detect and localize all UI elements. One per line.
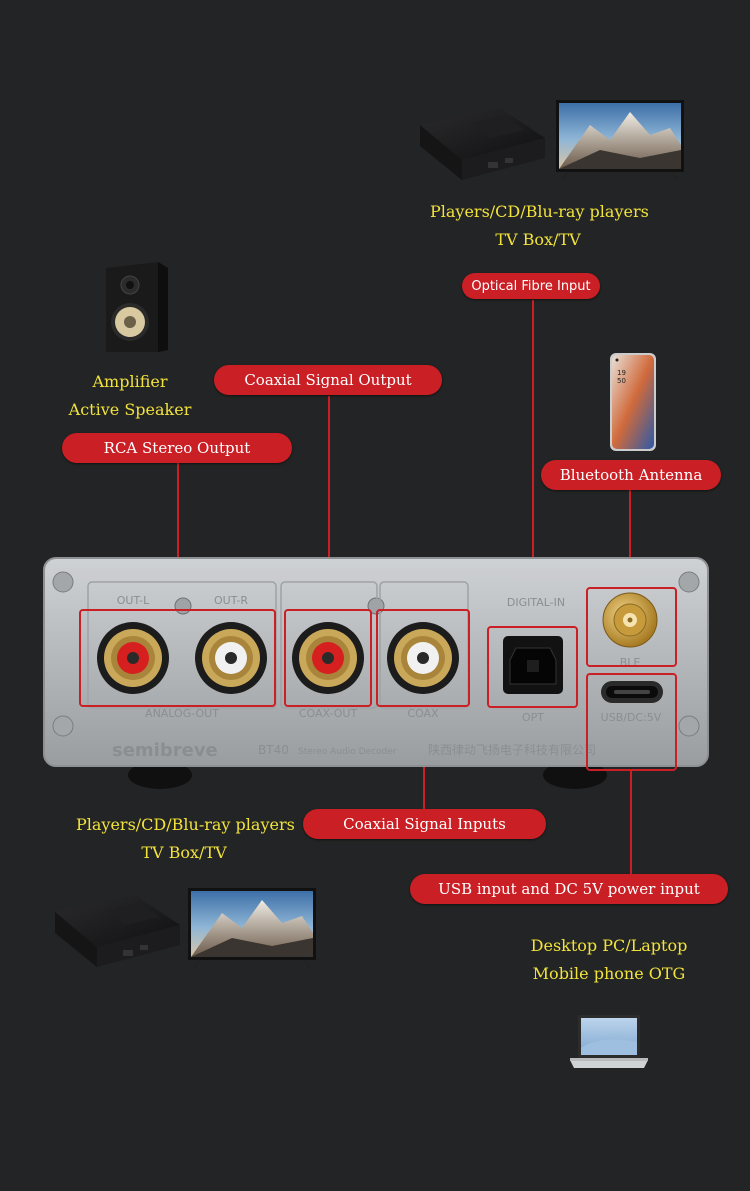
coax-in-jack [387,622,459,694]
label-line: Active Speaker [68,400,192,419]
bluetooth-antenna-connector [602,592,658,648]
coax-out-jack [292,622,364,694]
tv-icon [188,888,316,969]
phone-time-min: 50 [617,377,626,385]
phone-time-hour: 19 [617,369,626,377]
device-model: BT40 [258,743,289,757]
device-maker: 陕西律动飞扬电子科技有限公司 [428,742,596,757]
callout-optical-input: Optical Fibre Input [462,273,600,299]
label-usb-dc: USB/DC:5V [601,711,662,724]
highlight-boxes [79,587,677,771]
label-top-source: Players/CD/Blu-ray players TV Box/TV [430,198,649,254]
callout-coaxial-output: Coaxial Signal Output [214,365,442,395]
speaker-icon [106,262,168,352]
label-coax: COAX [407,707,439,720]
label-line: TV Box/TV [495,230,581,249]
label-out-r: OUT-R [214,594,248,607]
label-opt: OPT [522,711,544,724]
label-pc: Desktop PC/Laptop Mobile phone OTG [520,932,698,988]
callout-usb-power: USB input and DC 5V power input [410,874,728,904]
callout-bluetooth-antenna: Bluetooth Antenna [541,460,721,490]
tv-box-icon [420,108,545,180]
label-line: Desktop PC/Laptop [530,936,688,955]
label-line: TV Box/TV [141,843,227,862]
label-amplifier: Amplifier Active Speaker [66,368,194,424]
optical-in-jack [503,636,563,694]
label-digital-in: DIGITAL-IN [507,596,565,609]
device-brand: semibreve [112,740,218,761]
label-bottom-source: Players/CD/Blu-ray players TV Box/TV [76,811,295,867]
label-line: Players/CD/Blu-ray players [430,202,649,221]
rca-out-left-jack [97,622,169,694]
device-foot-right [543,761,607,789]
label-line: Mobile phone OTG [532,964,686,983]
laptop-icon [570,1015,648,1068]
label-analog-out: ANALOG-OUT [145,707,219,720]
callout-coaxial-inputs: Coaxial Signal Inputs [303,809,546,839]
label-line: Amplifier [92,372,168,391]
label-ble: BLE [620,656,641,669]
label-line: Players/CD/Blu-ray players [76,815,295,834]
tv-box-icon [55,895,180,967]
device-foot-left [128,761,192,789]
tv-icon [556,100,684,181]
smartphone-icon: 19 50 [610,353,656,451]
label-coax-out: COAX-OUT [299,707,358,720]
usb-c-port [601,681,663,703]
rca-out-right-jack [195,622,267,694]
label-out-l: OUT-L [117,594,150,607]
device-model-desc: Stereo Audio Decoder [298,747,397,757]
callout-rca-output: RCA Stereo Output [62,433,292,463]
